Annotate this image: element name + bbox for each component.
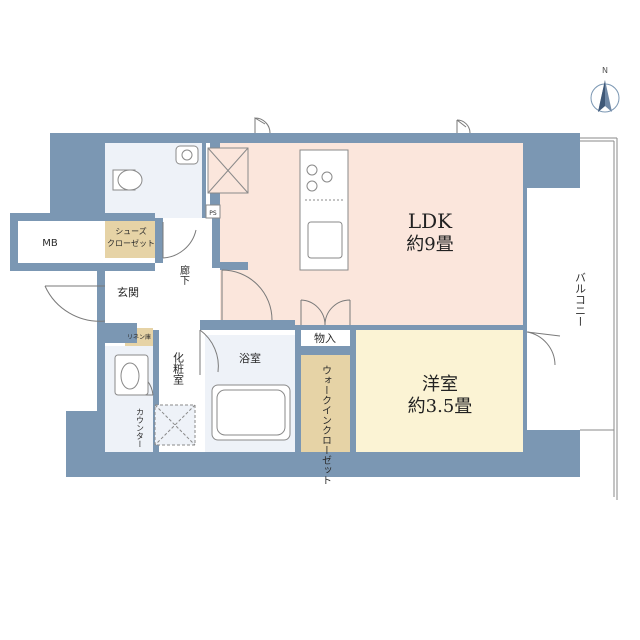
entrance-label: 玄関 [117,285,139,299]
ldk-floor [220,143,523,325]
balcony-rail [580,137,618,500]
linen-label: リネン庫 [127,333,151,341]
ps-label: PS [209,210,217,217]
kitchen [207,147,349,271]
bathtub [211,384,291,441]
walkin-closet-label: ウォークインクローゼット [320,365,332,485]
balcony-label: バルコニー [574,272,587,327]
mb-label: MB [42,238,58,249]
ldk-label: LDK [408,209,453,233]
shoe-closet-label-2: クローゼット [107,238,155,248]
hallway-label: 廊下 [178,264,190,286]
washroom-label: 化粧室 [172,351,185,385]
kitchen-sink [307,221,343,259]
counter-label: カウンター [136,408,145,448]
shoe-closet-floor [105,218,157,258]
toilet-fixtures [112,145,199,191]
ps-box [205,204,221,219]
washer-space [154,404,196,446]
western-room-size: 約3.5畳 [408,396,473,417]
compass-icon: N [590,66,620,113]
western-room-label: 洋室 [422,374,458,395]
compass-north-label: N [602,66,608,75]
storage-label: 物入 [314,331,336,345]
shoe-closet-label-1: シューズ [115,226,147,236]
walkin-closet-floor [300,355,350,452]
bath-label: 浴室 [239,351,261,365]
western-room-floor [356,330,523,452]
walls [10,133,580,477]
ldk-size: 約9畳 [406,234,453,255]
washroom-fixtures [114,354,196,446]
